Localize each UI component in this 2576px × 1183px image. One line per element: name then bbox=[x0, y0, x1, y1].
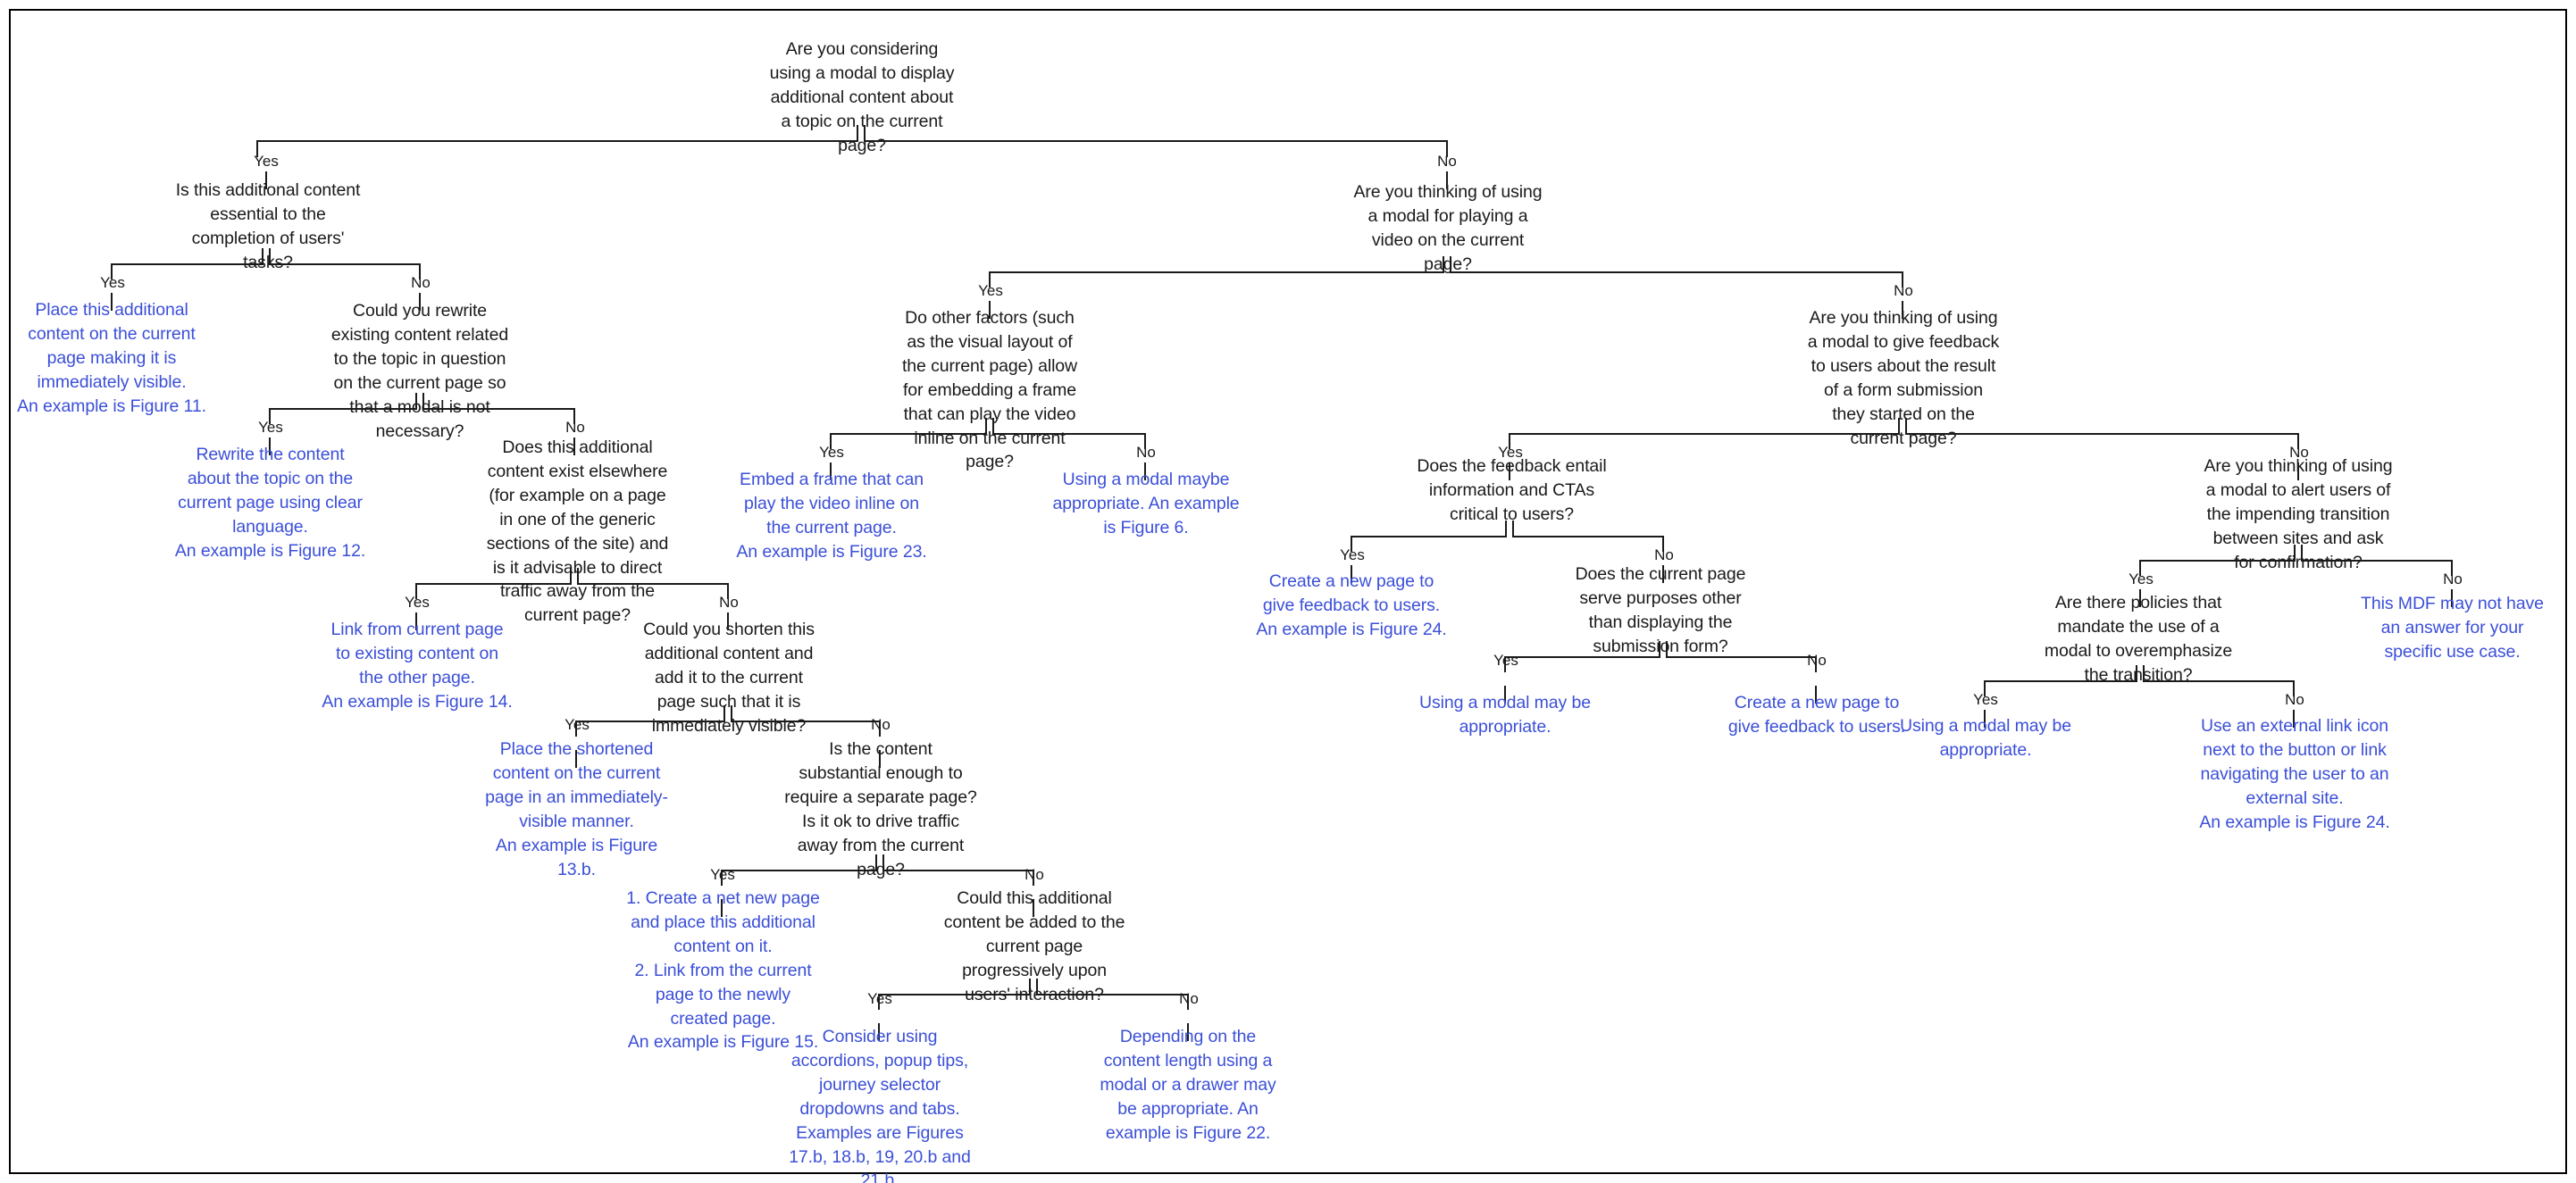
node-place-shortened-content: Place the shortened content on the curre… bbox=[485, 739, 668, 879]
node-rewrite-content: Rewrite the content about the topic on t… bbox=[174, 445, 366, 561]
node-essential: Is this additional content essential to … bbox=[175, 180, 361, 272]
edge-label-progressive-yes: Yes bbox=[867, 990, 892, 1007]
edge-label-shorten-no: No bbox=[871, 716, 891, 733]
node-consider-accordions: Consider using accordions, popup tips, j… bbox=[789, 1027, 971, 1183]
edge-label-factors-no: No bbox=[1136, 444, 1156, 461]
node-progressive-disclosure: Could this additional content be added t… bbox=[943, 888, 1125, 1004]
node-substantial: Is the content substantial enough to req… bbox=[784, 739, 977, 879]
node-alert-transition: Are you thinking of using a modal to ale… bbox=[2204, 456, 2393, 572]
edge-label-substantial-no: No bbox=[1025, 866, 1044, 883]
node-external-link-icon: Use an external link icon next to the bu… bbox=[2199, 716, 2390, 832]
edge-label-transition-yes: Yes bbox=[2129, 571, 2154, 587]
edge-label-rewrite-no: No bbox=[565, 419, 585, 436]
node-create-new-page-feedback-2: Create a new page to give feedback to us… bbox=[1727, 693, 1906, 737]
node-feedback-modal: Are you thinking of using a modal to giv… bbox=[1807, 308, 2000, 448]
edge-label-purposes-yes: Yes bbox=[1493, 652, 1518, 669]
node-video-modal: Are you thinking of using a modal for pl… bbox=[1353, 182, 1543, 274]
edge-label-essential-no: No bbox=[411, 274, 431, 291]
node-policies-mandate: Are there policies that mandate the use … bbox=[2044, 593, 2233, 685]
node-no-answer: This MDF may not have an answer for your… bbox=[2361, 594, 2544, 662]
node-depending-content-length: Depending on the content length using a … bbox=[1100, 1027, 1276, 1143]
edge-label-feedback-yes: Yes bbox=[1498, 444, 1523, 461]
edge-label-elsewhere-yes: Yes bbox=[405, 594, 430, 611]
edge-label-critical-no: No bbox=[1654, 546, 1674, 563]
node-other-factors: Do other factors (such as the visual lay… bbox=[901, 308, 1078, 472]
node-create-net-new-page: 1. Create a net new page and place this … bbox=[626, 888, 820, 1053]
edge-label-elsewhere-no: No bbox=[719, 594, 739, 611]
edge-label-rewrite-yes: Yes bbox=[258, 419, 283, 436]
edge-label-policies-no: No bbox=[2285, 691, 2304, 708]
edge-label-shorten-yes: Yes bbox=[565, 716, 590, 733]
edge-label-video-no: No bbox=[1894, 282, 1913, 299]
edge-label-critical-yes: Yes bbox=[1340, 546, 1365, 563]
node-modal-maybe-appropriate-video: Using a modal maybe appropriate. An exam… bbox=[1052, 470, 1240, 537]
node-exist-elsewhere: Does this additional content exist elsew… bbox=[486, 437, 669, 626]
node-modal-may-be-appropriate-feedback: Using a modal may be appropriate. bbox=[1418, 693, 1591, 737]
node-root: Are you considering using a modal to dis… bbox=[769, 39, 955, 155]
node-create-new-page-feedback-1: Create a new page to give feedback to us… bbox=[1256, 571, 1447, 639]
node-feedback-critical: Does the feedback entail information and… bbox=[1417, 456, 1607, 524]
edge-label-purposes-no: No bbox=[1807, 652, 1827, 669]
edge-label-feedback-no: No bbox=[2289, 444, 2309, 461]
node-modal-may-be-appropriate-transition: Using a modal may be appropriate. bbox=[1899, 716, 2071, 760]
edge-label-policies-yes: Yes bbox=[1973, 691, 1998, 708]
edge-label-factors-yes: Yes bbox=[819, 444, 844, 461]
node-serve-purposes: Does the current page serve purposes oth… bbox=[1575, 564, 1746, 656]
edge-label-transition-no: No bbox=[2443, 571, 2463, 587]
edge-label-root-yes: Yes bbox=[254, 153, 279, 170]
edge-label-root-no: No bbox=[1437, 153, 1457, 170]
node-could-rewrite: Could you rewrite existing content relat… bbox=[330, 301, 509, 441]
node-could-shorten: Could you shorten this additional conten… bbox=[643, 620, 815, 736]
edge-label-essential-yes: Yes bbox=[100, 274, 125, 291]
edge-label-video-yes: Yes bbox=[978, 282, 1003, 299]
edge-label-progressive-no: No bbox=[1179, 990, 1199, 1007]
node-embed-frame: Embed a frame that can play the video in… bbox=[736, 470, 927, 562]
edge-label-substantial-yes: Yes bbox=[710, 866, 735, 883]
node-link-from-current-page: Link from current page to existing conte… bbox=[322, 620, 513, 712]
node-place-additional-content: Place this additional content on the cur… bbox=[17, 300, 206, 416]
